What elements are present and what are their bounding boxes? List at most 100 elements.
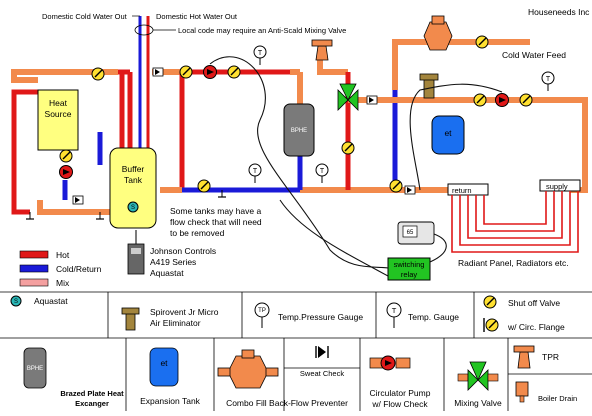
main-supply-pipe xyxy=(152,69,300,190)
svg-text:et: et xyxy=(444,128,452,138)
legend-tpr: TPR xyxy=(513,345,559,369)
brand-label: Houseneeds Inc xyxy=(528,7,590,17)
heat-source: Heat Source xyxy=(37,89,79,151)
svg-text:Spirovent Jr Micro: Spirovent Jr Micro xyxy=(150,307,219,317)
heat-source-supply-pipe xyxy=(11,69,130,83)
legend-swatch-hot xyxy=(19,250,49,259)
svg-text:S: S xyxy=(131,205,135,211)
expansion-tank: et xyxy=(431,115,465,155)
cold-water-feed-label: Cold Water Feed xyxy=(502,50,566,60)
aquastat-display: 65 xyxy=(407,230,414,236)
svg-text:TPR: TPR xyxy=(542,352,559,362)
svg-text:relay: relay xyxy=(401,270,418,279)
boiler-drain-icon xyxy=(515,381,529,397)
aquastat-controller: 65 xyxy=(397,221,435,245)
legend-mixing-valve: Mixing Valve xyxy=(454,361,502,408)
anti-scald-note: Local code may require an Anti-Scald Mix… xyxy=(178,26,346,35)
svg-text:Shut off Valve: Shut off Valve xyxy=(508,298,560,308)
heat-source-label-2: Source xyxy=(45,109,72,119)
aquastat-note-2: A419 Series xyxy=(150,257,196,267)
domestic-hot-water-label: Domestic Hot Water Out xyxy=(156,12,238,21)
svg-text:Sweat Check: Sweat Check xyxy=(300,369,344,378)
line-legend: Hot Cold/Return Mix xyxy=(19,250,102,288)
svg-text:Brazed Plate Heat: Brazed Plate Heat xyxy=(60,389,124,398)
aquastat-note-1: Johnson Controls xyxy=(150,246,216,256)
main-circulator-pump xyxy=(203,65,217,79)
air-eliminator xyxy=(419,73,439,99)
supply-manifold: supply xyxy=(539,179,581,192)
legend-shutoff-valve: Shut off Valve xyxy=(483,295,560,309)
return-temp-gauge xyxy=(248,163,262,184)
tpr-valve xyxy=(311,39,333,61)
air-eliminator-icon xyxy=(125,311,136,331)
legend-circulator-pump: Circulator Pump w/ Flow Check xyxy=(370,355,431,409)
svg-text:BPHE: BPHE xyxy=(27,366,43,372)
svg-text:TP: TP xyxy=(258,308,266,314)
mixing-valve-shutoff-valve xyxy=(341,141,355,155)
legend-combo-fill: Combo Fill Back-Flow Preventer xyxy=(217,349,348,408)
buffer-tank-label-1: Buffer xyxy=(122,164,145,174)
svg-text:Aquastat: Aquastat xyxy=(34,296,68,306)
control-wiring xyxy=(135,56,503,277)
svg-text:T: T xyxy=(392,306,397,315)
heat-source-return-pipe xyxy=(37,132,120,215)
main-supply-shutoff-valve-2 xyxy=(227,65,241,79)
legend-tp-gauge: TP Temp.Pressure Gauge xyxy=(254,302,363,328)
main-supply-shutoff-valve xyxy=(179,65,193,79)
legend-bphe: BPHE Brazed Plate Heat Excanger xyxy=(23,347,124,408)
mix-supply-check-valve xyxy=(366,95,378,105)
radiant-shutoff-valve-2 xyxy=(519,93,533,107)
svg-text:Boiler Drain: Boiler Drain xyxy=(538,394,577,403)
svg-text:Expansion Tank: Expansion Tank xyxy=(140,396,201,406)
legend-label-cold: Cold/Return xyxy=(56,264,102,274)
supply-temp-gauge xyxy=(253,45,267,66)
svg-text:BPHE: BPHE xyxy=(291,128,307,134)
svg-text:Temp. Gauge: Temp. Gauge xyxy=(408,312,459,322)
combo-fill-icon xyxy=(227,355,269,389)
return-manifold: return xyxy=(447,183,489,196)
buffer-aquastat-sensor xyxy=(127,201,139,213)
heat-source-hot-supply-pipe xyxy=(11,89,38,215)
flow-check-note-3: to be removed xyxy=(170,228,225,238)
buffer-tank: Buffer Tank S xyxy=(109,147,157,229)
svg-text:Circulator Pump: Circulator Pump xyxy=(370,388,431,398)
svg-text:switching: switching xyxy=(394,260,425,269)
legend-expansion-tank: et Expansion Tank xyxy=(140,347,201,406)
tpr-icon xyxy=(517,351,531,369)
mixing-valve-icon xyxy=(467,369,479,391)
aquastat-note-3: Aquastat xyxy=(150,268,184,278)
heat-source-label-1: Heat xyxy=(49,98,68,108)
aquastat-icon xyxy=(10,295,22,307)
supply-shutoff-valve xyxy=(91,67,105,81)
svg-text:Combo Fill Back-Flow Preventer: Combo Fill Back-Flow Preventer xyxy=(226,398,348,408)
legend-boiler-drain: Boiler Drain xyxy=(515,381,577,403)
anti-scald-marker xyxy=(134,24,154,36)
radiant-temp-gauge xyxy=(541,71,555,92)
legend-sweat-check: Sweat Check xyxy=(300,346,344,378)
return-check-valve xyxy=(72,195,84,205)
symbol-legend-table xyxy=(0,291,592,411)
combo-fill-back-flow-preventer xyxy=(423,15,453,51)
legend-label-hot: Hot xyxy=(56,250,70,260)
radiant-panel-label: Radiant Panel, Radiators etc. xyxy=(458,258,569,268)
flow-check-note-1: Some tanks may have a xyxy=(170,206,261,216)
radiant-circulator-pump xyxy=(495,93,509,107)
svg-text:et: et xyxy=(160,358,168,368)
svg-text:w/ Flow Check: w/ Flow Check xyxy=(371,399,428,409)
flow-check-note-2: flow check that will need xyxy=(170,217,262,227)
heat-source-circulator-pump xyxy=(59,165,73,179)
manifold-return-shutoff-valve xyxy=(389,179,403,193)
svg-text:w/ Circ. Flange: w/ Circ. Flange xyxy=(507,322,565,332)
svg-text:supply: supply xyxy=(546,182,568,191)
svg-text:return: return xyxy=(452,186,472,195)
svg-text:S: S xyxy=(14,299,18,305)
supply-to-manifold-pipe xyxy=(348,97,588,193)
legend-swatch-mix xyxy=(19,278,49,287)
buffer-tank-label-2: Tank xyxy=(124,175,143,185)
legend-aquastat: S Aquastat xyxy=(10,295,68,307)
manifold-return-check-valve xyxy=(404,185,416,195)
legend-circ-flange: w/ Circ. Flange xyxy=(483,318,565,332)
mixing-valve xyxy=(337,83,359,111)
radiant-loops xyxy=(451,191,579,253)
